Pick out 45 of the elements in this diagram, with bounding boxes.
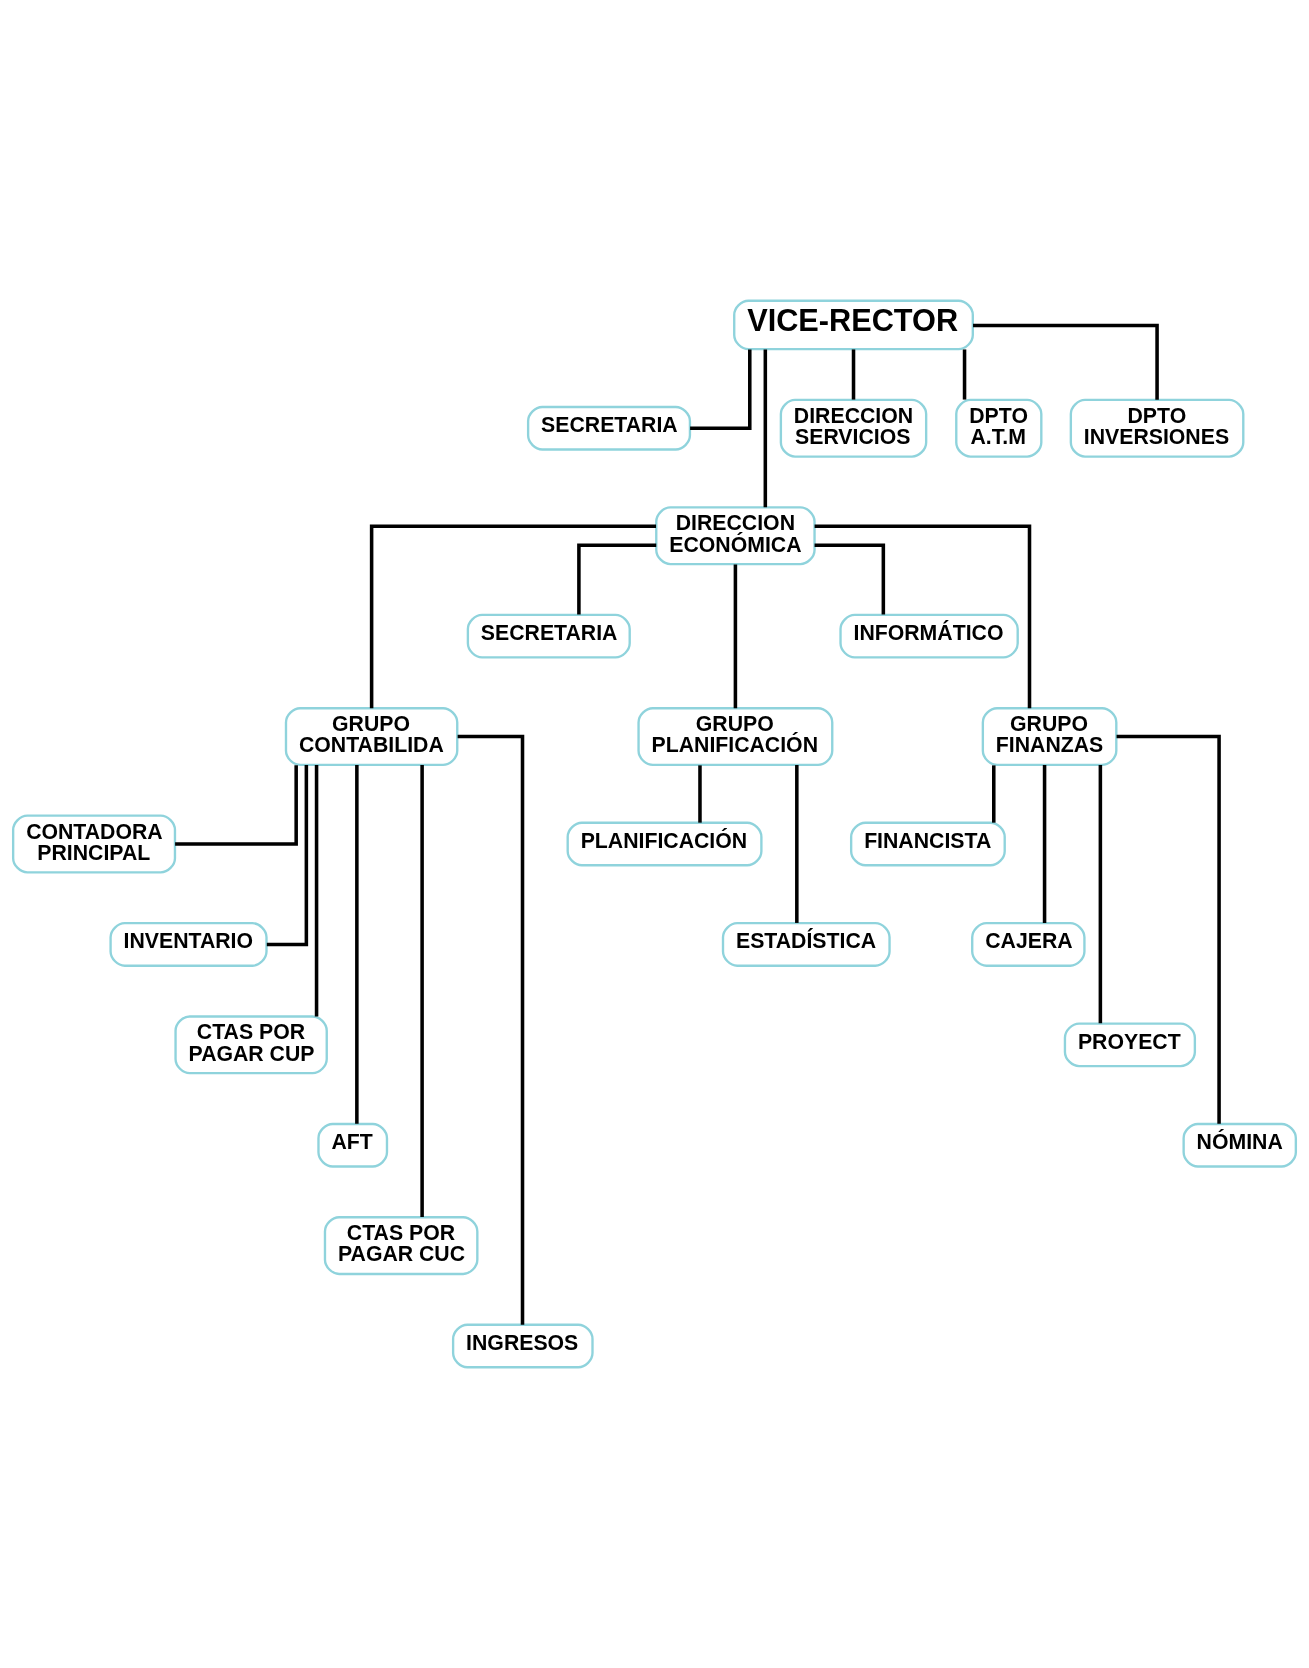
node-box: CTAS POR PAGAR CUC	[323, 1216, 479, 1276]
connector	[763, 349, 768, 508]
connector	[420, 765, 424, 1218]
connector	[690, 349, 752, 431]
node-box: DPTO A.T.M	[955, 398, 1043, 458]
connector	[814, 543, 886, 615]
node-box: INFORMÁTICO	[839, 613, 1019, 659]
node-box: ESTADÍSTICA	[721, 922, 891, 967]
connector	[814, 524, 1032, 709]
node-box: CAJERA	[971, 922, 1086, 967]
node-box: GRUPO PLANIFICACIÓN	[637, 707, 834, 767]
node-box: SECRETARIA	[526, 405, 692, 451]
connector	[1098, 765, 1103, 1024]
node-box: INGRESOS	[451, 1323, 594, 1369]
connector	[577, 543, 657, 615]
connector	[698, 765, 702, 823]
connector	[973, 323, 1159, 400]
connector	[851, 349, 856, 400]
node-box: CTAS POR PAGAR CUP	[174, 1015, 328, 1075]
connector	[266, 765, 309, 947]
node-box: INVENTARIO	[109, 922, 268, 967]
connector	[369, 524, 656, 709]
node-box: DPTO INVERSIONES	[1069, 398, 1245, 458]
node-box: FINANCISTA	[850, 821, 1006, 867]
connector	[355, 765, 359, 1124]
node-box: DIRECCION SERVICIOS	[779, 398, 928, 458]
node-box: DIRECCION ECONÓMICA	[655, 506, 816, 566]
node-box: GRUPO FINANZAS	[981, 707, 1118, 767]
node-box: GRUPO CONTABILIDA	[284, 707, 459, 767]
connector	[733, 564, 738, 709]
connector	[992, 765, 996, 823]
node-box: AFT	[317, 1122, 389, 1168]
connector	[457, 734, 525, 1325]
connector	[962, 349, 967, 400]
node-box: NÓMINA	[1182, 1122, 1298, 1168]
connector	[1116, 734, 1221, 1124]
connector	[175, 765, 298, 846]
node-box: PLANIFICACIÓN	[566, 821, 763, 867]
node-box: VICE-RECTOR	[733, 299, 974, 351]
node-box: PROYECT	[1063, 1022, 1197, 1068]
connector	[1042, 765, 1047, 923]
node-box: CONTADORA PRINCIPAL	[11, 814, 177, 874]
connector	[795, 765, 799, 923]
connector	[314, 765, 319, 1017]
node-box: SECRETARIA	[466, 613, 631, 659]
